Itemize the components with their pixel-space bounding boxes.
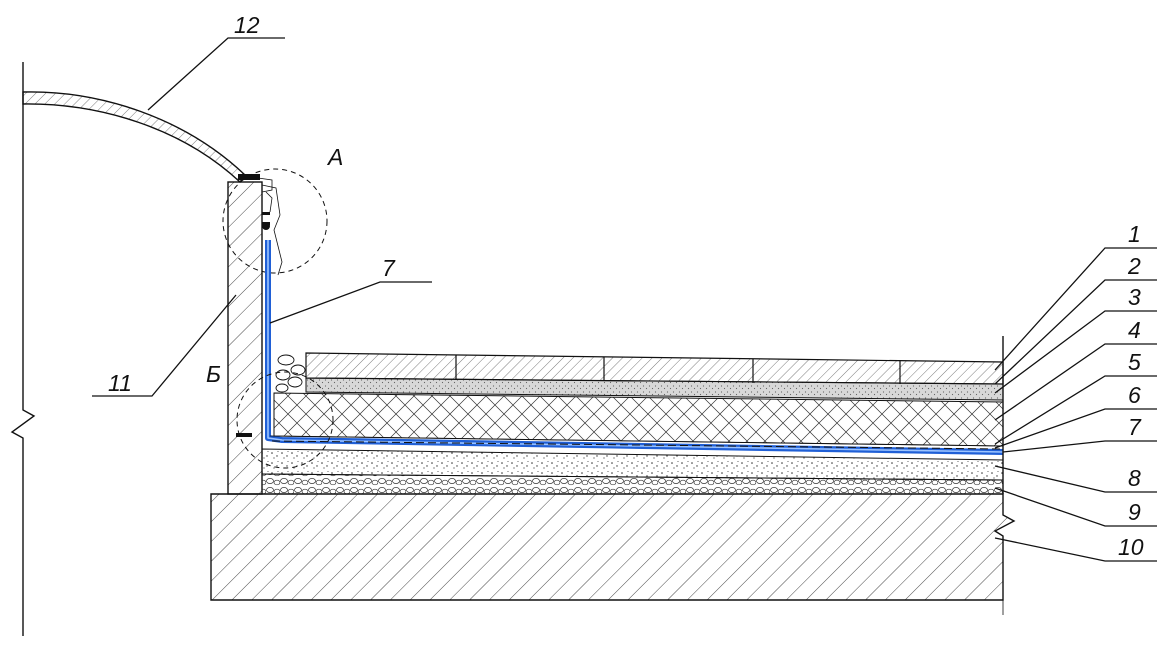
callout-10: 10 xyxy=(994,534,1157,562)
left-break-line xyxy=(10,62,36,636)
callout-2-label: 2 xyxy=(1127,253,1141,279)
waterproofing-membrane xyxy=(265,240,1004,455)
callout-11-label: 11 xyxy=(108,370,132,396)
callout-4: 4 xyxy=(994,317,1157,421)
paving-tiles xyxy=(305,352,1004,385)
callout-7-upstand: 7 xyxy=(269,255,432,324)
callout-7: 7 xyxy=(1002,414,1157,453)
detail-a-label: А xyxy=(326,144,343,170)
detail-circle-a xyxy=(222,168,328,274)
callout-8: 8 xyxy=(994,465,1157,493)
base-slab xyxy=(210,493,1016,601)
sand-layer xyxy=(261,448,1004,481)
callout-10-label: 10 xyxy=(1118,534,1144,560)
dome-skylight xyxy=(22,91,273,193)
pebble-infill xyxy=(275,354,306,393)
callout-7-label: 7 xyxy=(1128,414,1142,440)
detail-b-label: Б xyxy=(206,361,221,387)
callout-9-label: 9 xyxy=(1128,499,1141,525)
callout-11: 11 xyxy=(92,294,237,397)
callout-2: 2 xyxy=(994,253,1157,385)
callout-6-label: 6 xyxy=(1128,382,1141,408)
callout-3: 3 xyxy=(994,284,1157,394)
callout-4-label: 4 xyxy=(1128,317,1141,343)
callout-1-label: 1 xyxy=(1128,221,1141,247)
callout-5-label: 5 xyxy=(1128,349,1141,375)
callout-3-label: 3 xyxy=(1128,284,1141,310)
parapet-wall xyxy=(227,181,263,495)
callout-8-label: 8 xyxy=(1128,465,1141,491)
fastener xyxy=(236,433,252,437)
apron-flashing xyxy=(261,184,283,276)
insulation-layer xyxy=(273,392,1004,447)
callout-12-label: 12 xyxy=(234,12,260,38)
callout-7-upstand-label: 7 xyxy=(382,255,396,281)
callout-9: 9 xyxy=(994,487,1157,527)
detail-circle-b xyxy=(236,371,334,469)
callout-6: 6 xyxy=(994,382,1157,449)
callout-5: 5 xyxy=(994,349,1157,445)
callout-1: 1 xyxy=(994,221,1157,371)
callout-12: 12 xyxy=(147,12,285,111)
